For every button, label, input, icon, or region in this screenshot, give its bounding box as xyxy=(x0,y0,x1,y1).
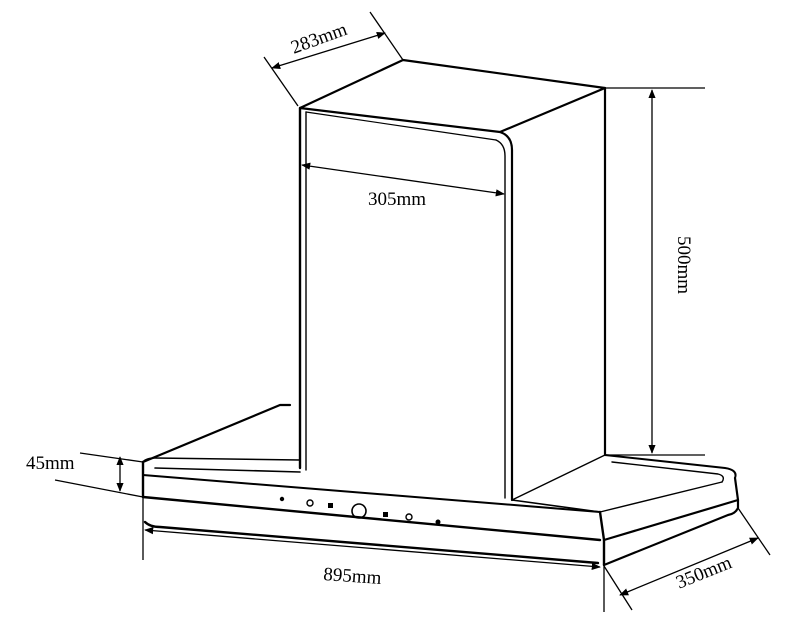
ext-line-350-left xyxy=(603,565,633,611)
chimney xyxy=(298,58,607,502)
ext-line-283-right xyxy=(369,11,404,61)
ext-line-350-right xyxy=(737,507,771,556)
hood-side-upper xyxy=(602,476,740,542)
hood-top-front-right-edge xyxy=(599,481,723,513)
ext-line-283-left xyxy=(263,56,299,107)
control-button-6 xyxy=(435,519,441,525)
dimension-305: 305mm xyxy=(301,162,505,210)
label-350mm: 350mm xyxy=(673,552,735,593)
control-button-2 xyxy=(306,499,314,507)
label-895mm: 895mm xyxy=(323,564,383,589)
hood-top-back-right xyxy=(604,454,737,479)
control-button-5 xyxy=(405,513,413,521)
chimney-top-face xyxy=(298,58,607,134)
chimney-front-top-inner xyxy=(305,111,497,141)
dim-line-305 xyxy=(301,162,505,197)
dimension-895: 895mm xyxy=(142,497,605,612)
label-305mm: 305mm xyxy=(368,189,426,210)
hood-top-inner-right xyxy=(611,461,725,483)
dim-line-895 xyxy=(144,527,601,570)
chimney-front-right-edge xyxy=(498,130,514,502)
control-button-4 xyxy=(383,512,388,517)
control-button-3 xyxy=(328,503,333,508)
hood-top-front-left xyxy=(142,457,301,463)
label-283mm: 283mm xyxy=(288,19,350,59)
hood-front-right-corner xyxy=(598,510,606,567)
dimension-45: 45mm xyxy=(26,452,144,498)
control-panel xyxy=(279,496,441,525)
chimney-inner-right-edge xyxy=(495,139,506,499)
dimension-350: 350mm xyxy=(603,507,771,611)
chimney-side-bottom-edge xyxy=(511,454,606,501)
ext-line-45-bottom xyxy=(54,479,144,498)
label-45mm: 45mm xyxy=(26,453,75,474)
hood-top-inner-left xyxy=(154,467,301,473)
control-knob xyxy=(351,503,367,519)
hood xyxy=(141,403,740,567)
hood-bottom-front-edge xyxy=(143,520,600,565)
dim-line-283 xyxy=(271,31,386,70)
hood-front-top-line xyxy=(142,474,601,513)
ext-line-45-top xyxy=(79,452,144,463)
dim-line-350 xyxy=(619,537,759,596)
dimension-500: 500mm xyxy=(605,87,705,456)
control-button-1 xyxy=(279,496,285,502)
label-500mm: 500mm xyxy=(673,236,694,294)
hood-top-back-left xyxy=(141,403,292,464)
